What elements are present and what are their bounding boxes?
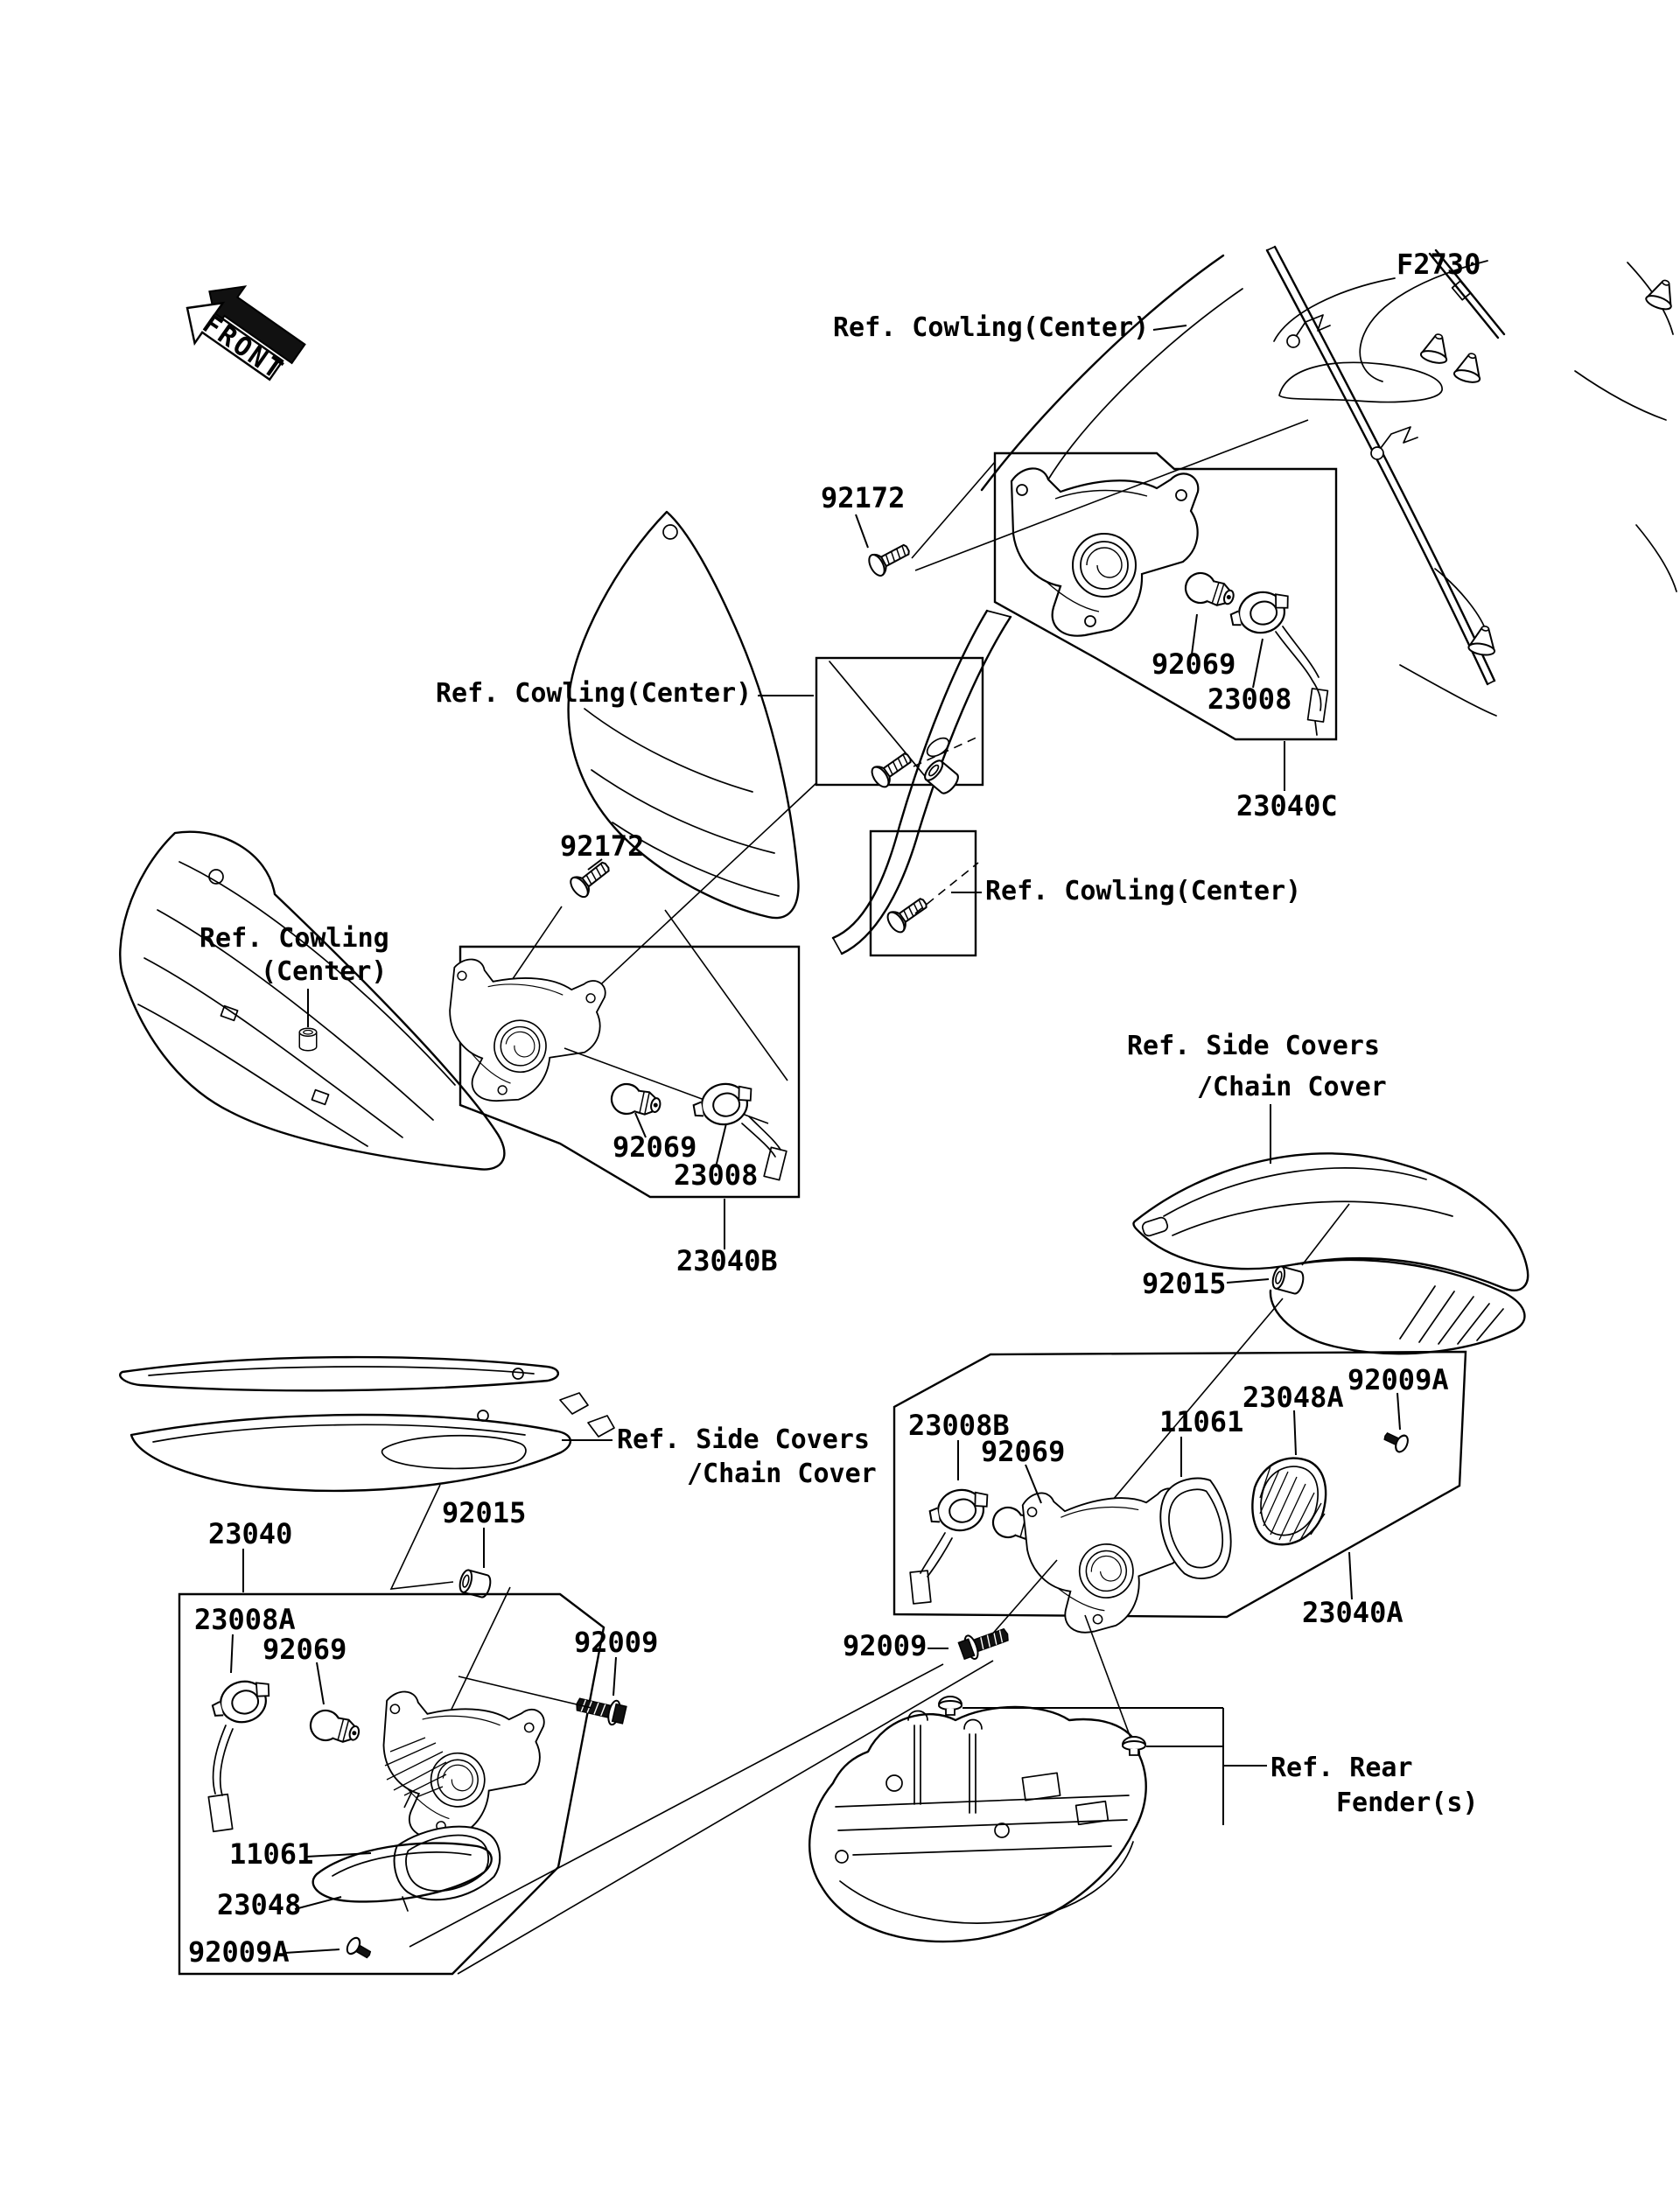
label-ref-rear-fender-2: Fender(s): [1336, 1788, 1479, 1818]
rear-fender-illustration: [808, 1614, 1267, 1943]
lens-23048a-shape: [1251, 1457, 1327, 1546]
front-direction-arrow: FRONT: [186, 285, 306, 387]
signal-assembly-23040b: [436, 945, 801, 1249]
label-92172-2: 92172: [560, 829, 644, 863]
label-92069-2: 92069: [612, 1130, 696, 1164]
signal-assembly-23040a: [892, 1350, 1467, 1663]
group-box-cowling-upper: [815, 656, 984, 787]
label-92015-1: 92015: [1142, 1267, 1226, 1300]
label-23008-2: 23008: [674, 1158, 758, 1192]
label-ref-cowling-left-2: (Center): [261, 956, 388, 987]
cowling-center-illustration-middle: [502, 510, 1012, 1081]
group-box-23040c: [993, 451, 1338, 741]
side-covers-illustration-right: [1093, 1104, 1530, 1523]
label-ref-cowling-left-1: Ref. Cowling: [200, 923, 389, 954]
label-11061-2: 11061: [1159, 1405, 1243, 1438]
signal-assembly-23040: [178, 1549, 994, 1976]
label-ref-cowling-center-2: Ref. Cowling(Center): [436, 678, 752, 709]
label-92069-1: 92069: [1152, 647, 1236, 681]
label-92009-right: 92009: [843, 1629, 927, 1662]
label-92015-2: 92015: [442, 1496, 526, 1529]
label-23040a: 23040A: [1302, 1596, 1404, 1629]
label-ref-rear-fender-1: Ref. Rear: [1270, 1753, 1413, 1783]
label-92009-left: 92009: [574, 1626, 658, 1659]
label-92069-4: 92069: [262, 1633, 346, 1666]
label-92069-3: 92069: [981, 1435, 1065, 1468]
label-23040: 23040: [208, 1517, 292, 1550]
group-box-23040a: [892, 1350, 1467, 1619]
label-ref-side-covers-right-2: /Chain Cover: [1197, 1072, 1387, 1102]
label-23048a: 23048A: [1242, 1381, 1344, 1414]
label-23008a: 23008A: [194, 1603, 296, 1636]
label-23008-1: 23008: [1208, 682, 1292, 716]
side-covers-illustration-left: [119, 1355, 615, 1809]
label-ref-cowling-center-1: Ref. Cowling(Center): [833, 312, 1149, 343]
lamp-hatch: [384, 1737, 447, 1798]
cowling-center-illustration-top: [980, 245, 1680, 717]
label-23008b: 23008B: [908, 1409, 1010, 1442]
label-diagram-code: F2730: [1396, 248, 1480, 281]
label-ref-side-covers-left-1: Ref. Side Covers: [617, 1424, 870, 1455]
group-box-23040b: [458, 945, 801, 1199]
label-23048: 23048: [217, 1888, 301, 1921]
cowling-clip-icon: [1286, 314, 1418, 460]
label-ref-side-covers-left-2: /Chain Cover: [687, 1459, 877, 1489]
label-ref-side-covers-right-1: Ref. Side Covers: [1127, 1031, 1380, 1061]
label-23040b: 23040B: [676, 1244, 778, 1277]
label-ref-cowling-center-3: Ref. Cowling(Center): [985, 876, 1301, 906]
label-92009a-2: 92009A: [1348, 1363, 1449, 1396]
label-23040c: 23040C: [1236, 789, 1338, 822]
label-11061-1: 11061: [229, 1837, 313, 1871]
signal-assembly-23040c: [855, 419, 1338, 791]
label-92172-1: 92172: [821, 481, 905, 514]
cowling-center-illustration-left: [119, 830, 506, 1171]
group-box-23040: [178, 1592, 606, 1976]
leader-ref-cowling-1: [1152, 325, 1187, 331]
label-92009a-1: 92009A: [188, 1935, 290, 1969]
